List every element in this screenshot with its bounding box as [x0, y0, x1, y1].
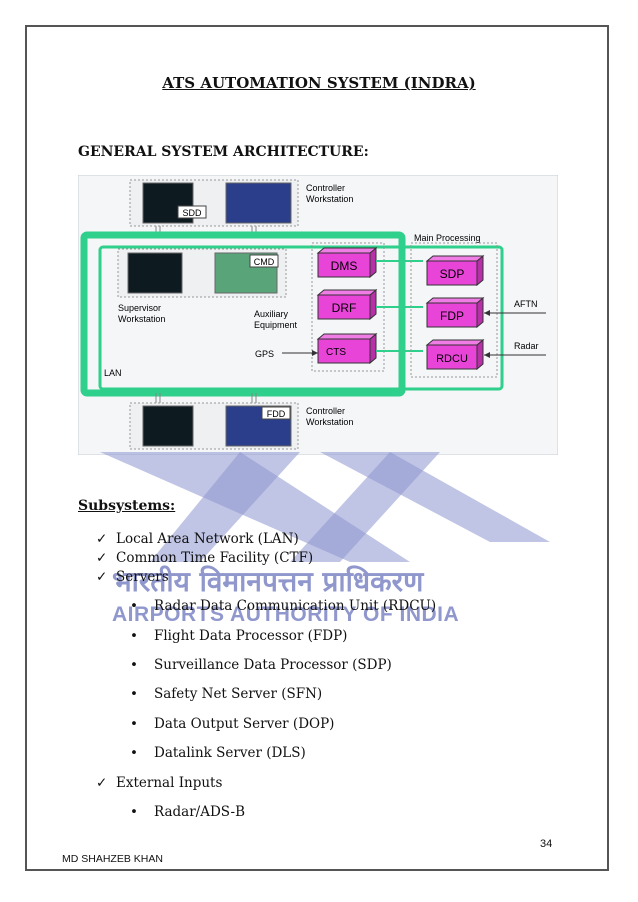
bottom-monitor-1	[142, 405, 194, 447]
lan-label: LAN	[104, 368, 122, 378]
bullet-icon: •	[130, 745, 138, 761]
top-workstation-label-2: Workstation	[306, 194, 353, 204]
bottom-monitor-2	[225, 405, 292, 447]
check-icon: ✓	[96, 550, 108, 566]
cts-label: CTS	[326, 347, 346, 358]
aftn-label: AFTN	[514, 299, 538, 309]
author-footer: MD SHAHZEB KHAN	[62, 853, 163, 865]
page-border	[25, 25, 609, 871]
sdp-box: SDP	[425, 254, 485, 287]
fdp-label: FDP	[440, 309, 464, 323]
drf-label: DRF	[332, 301, 357, 315]
list-item: •Radar Data Communication Unit (RDCU)	[130, 598, 437, 614]
list-item: •Data Output Server (DOP)	[130, 716, 335, 732]
list-item: ✓External Inputs	[96, 775, 223, 791]
top-workstation-label-1: Controller	[306, 183, 345, 193]
list-item: ✓Servers	[96, 569, 169, 585]
supervisor-label-1: Supervisor	[118, 303, 161, 313]
rdcu-box: RDCU	[425, 338, 485, 371]
check-icon: ✓	[96, 531, 108, 547]
list-item: ✓Common Time Facility (CTF)	[96, 550, 314, 566]
drf-box: DRF	[316, 288, 378, 321]
bullet-icon: •	[130, 657, 138, 673]
cmd-label: CMD	[254, 257, 275, 267]
check-icon: ✓	[96, 569, 108, 585]
watermark-english: AIRPORTS AUTHORITY OF INDIA	[112, 603, 460, 626]
bottom-workstation-label-2: Workstation	[306, 417, 353, 427]
bullet-icon: •	[130, 804, 138, 820]
dms-box: DMS	[316, 246, 378, 279]
list-item: •Safety Net Server (SFN)	[130, 686, 323, 702]
architecture-diagram: SDD Controller Workstation LAN CMD Super…	[78, 175, 558, 455]
supervisor-label-2: Workstation	[118, 314, 165, 324]
watermark-hindi: भारतीय विमानपत्तन प्राधिकरण	[112, 565, 424, 598]
rdcu-label: RDCU	[436, 353, 468, 365]
cts-box: CTS	[316, 332, 378, 365]
page-title: ATS AUTOMATION SYSTEM (INDRA)	[162, 74, 476, 92]
list-item: •Datalink Server (DLS)	[130, 745, 306, 761]
top-monitor-2	[225, 182, 292, 224]
auxiliary-label-2: Equipment	[254, 320, 298, 330]
bullet-icon: •	[130, 716, 138, 732]
check-icon: ✓	[96, 775, 108, 791]
sdd-label: SDD	[182, 208, 202, 218]
list-item: ✓Local Area Network (LAN)	[96, 531, 299, 547]
dms-label: DMS	[331, 259, 358, 273]
section-heading: GENERAL SYSTEM ARCHITECTURE:	[78, 144, 369, 160]
subsystems-heading: Subsystems:	[78, 498, 176, 514]
main-processing-label: Main Processing	[414, 233, 481, 243]
radar-label: Radar	[514, 341, 539, 351]
list-item: •Radar/ADS-B	[130, 804, 246, 820]
fdd-label: FDD	[267, 409, 286, 419]
bullet-icon: •	[130, 686, 138, 702]
supervisor-monitor-1	[127, 252, 183, 294]
lan-loop	[80, 231, 406, 397]
list-item: •Surveillance Data Processor (SDP)	[130, 657, 392, 673]
bullet-icon: •	[130, 598, 138, 614]
auxiliary-label-1: Auxiliary	[254, 309, 289, 319]
list-item: •Flight Data Processor (FDP)	[130, 628, 348, 644]
sdp-label: SDP	[440, 267, 465, 281]
bullet-icon: •	[130, 628, 138, 644]
page-number: 34	[540, 838, 553, 850]
gps-label: GPS	[255, 349, 274, 359]
bottom-workstation-label-1: Controller	[306, 406, 345, 416]
fdp-box: FDP	[425, 296, 485, 329]
